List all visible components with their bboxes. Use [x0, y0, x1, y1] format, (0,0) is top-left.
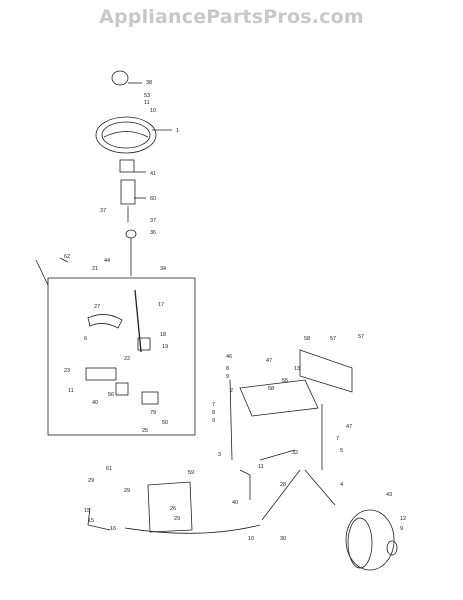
callout: 10 [150, 108, 156, 114]
callout: 55 [282, 378, 288, 384]
callout: 23 [64, 368, 70, 374]
callout: 32 [292, 450, 298, 456]
callout: 41 [150, 171, 156, 177]
callout: 56 [108, 392, 114, 398]
callout: 21 [92, 266, 98, 272]
callout: 28 [280, 482, 286, 488]
callout: 43 [386, 492, 392, 498]
callout: 7 [212, 402, 215, 408]
callout: 40 [232, 500, 238, 506]
detail-box [47, 277, 196, 436]
callout: 6 [84, 336, 87, 342]
callout: 15 [84, 508, 90, 514]
callout: 11 [144, 100, 150, 106]
column-sleeve[interactable] [120, 179, 136, 205]
callout: 8 [226, 366, 229, 372]
callout: 3 [218, 452, 221, 458]
callout: 7 [336, 436, 339, 442]
steering-adapter[interactable] [119, 159, 135, 173]
callout: 9 [226, 374, 229, 380]
callout: 38 [146, 80, 152, 86]
callout: 58 [304, 336, 310, 342]
front-wheel[interactable] [345, 509, 395, 571]
callout: 36 [150, 230, 156, 236]
wheel-cap[interactable] [111, 70, 129, 86]
watermark: AppliancePartsPros.com [99, 6, 364, 28]
callout: 22 [124, 356, 130, 362]
callout: 50 [162, 420, 168, 426]
callout: 58 [268, 386, 274, 392]
callout: 61 [106, 466, 112, 472]
callout: 12 [400, 516, 406, 522]
callout: 13 [294, 366, 300, 372]
callout: 60 [150, 196, 156, 202]
callout: 19 [162, 344, 168, 350]
callout: 37 [100, 208, 106, 214]
callout: 57 [358, 334, 364, 340]
callout: 30 [280, 536, 286, 542]
callout: 2 [230, 388, 233, 394]
callout: 9 [400, 526, 403, 532]
callout: 40 [92, 400, 98, 406]
callout: 17 [158, 302, 164, 308]
callout: 5 [340, 448, 343, 454]
callout: 34 [160, 266, 166, 272]
steering-wheel[interactable] [95, 116, 157, 154]
callout: 26 [170, 506, 176, 512]
callout: 62 [64, 254, 70, 260]
callout: 10 [248, 536, 254, 542]
callout: 47 [346, 424, 352, 430]
callout: 1 [176, 128, 179, 134]
callout: 37 [150, 218, 156, 224]
callout: 46 [226, 354, 232, 360]
callout: 27 [94, 304, 100, 310]
callout: 4 [340, 482, 343, 488]
callout: 57 [330, 336, 336, 342]
callout: 29 [174, 516, 180, 522]
callout: 11 [258, 464, 264, 470]
callout-labels: 38 53 11 10 1 41 60 37 37 36 62 44 21 34… [64, 80, 406, 542]
callout: 59 [188, 470, 194, 476]
callout: 25 [142, 428, 148, 434]
callout: 8 [212, 410, 215, 416]
callout: 29 [124, 488, 130, 494]
callout: 29 [88, 478, 94, 484]
callout: 47 [266, 358, 272, 364]
callout: 16 [110, 526, 116, 532]
callout: 44 [104, 258, 110, 264]
callout: 79 [150, 410, 156, 416]
callout: 18 [160, 332, 166, 338]
callout: 53 [144, 93, 150, 99]
callout: 15 [88, 518, 94, 524]
callout: 9 [212, 418, 215, 424]
callout: 11 [68, 388, 74, 394]
